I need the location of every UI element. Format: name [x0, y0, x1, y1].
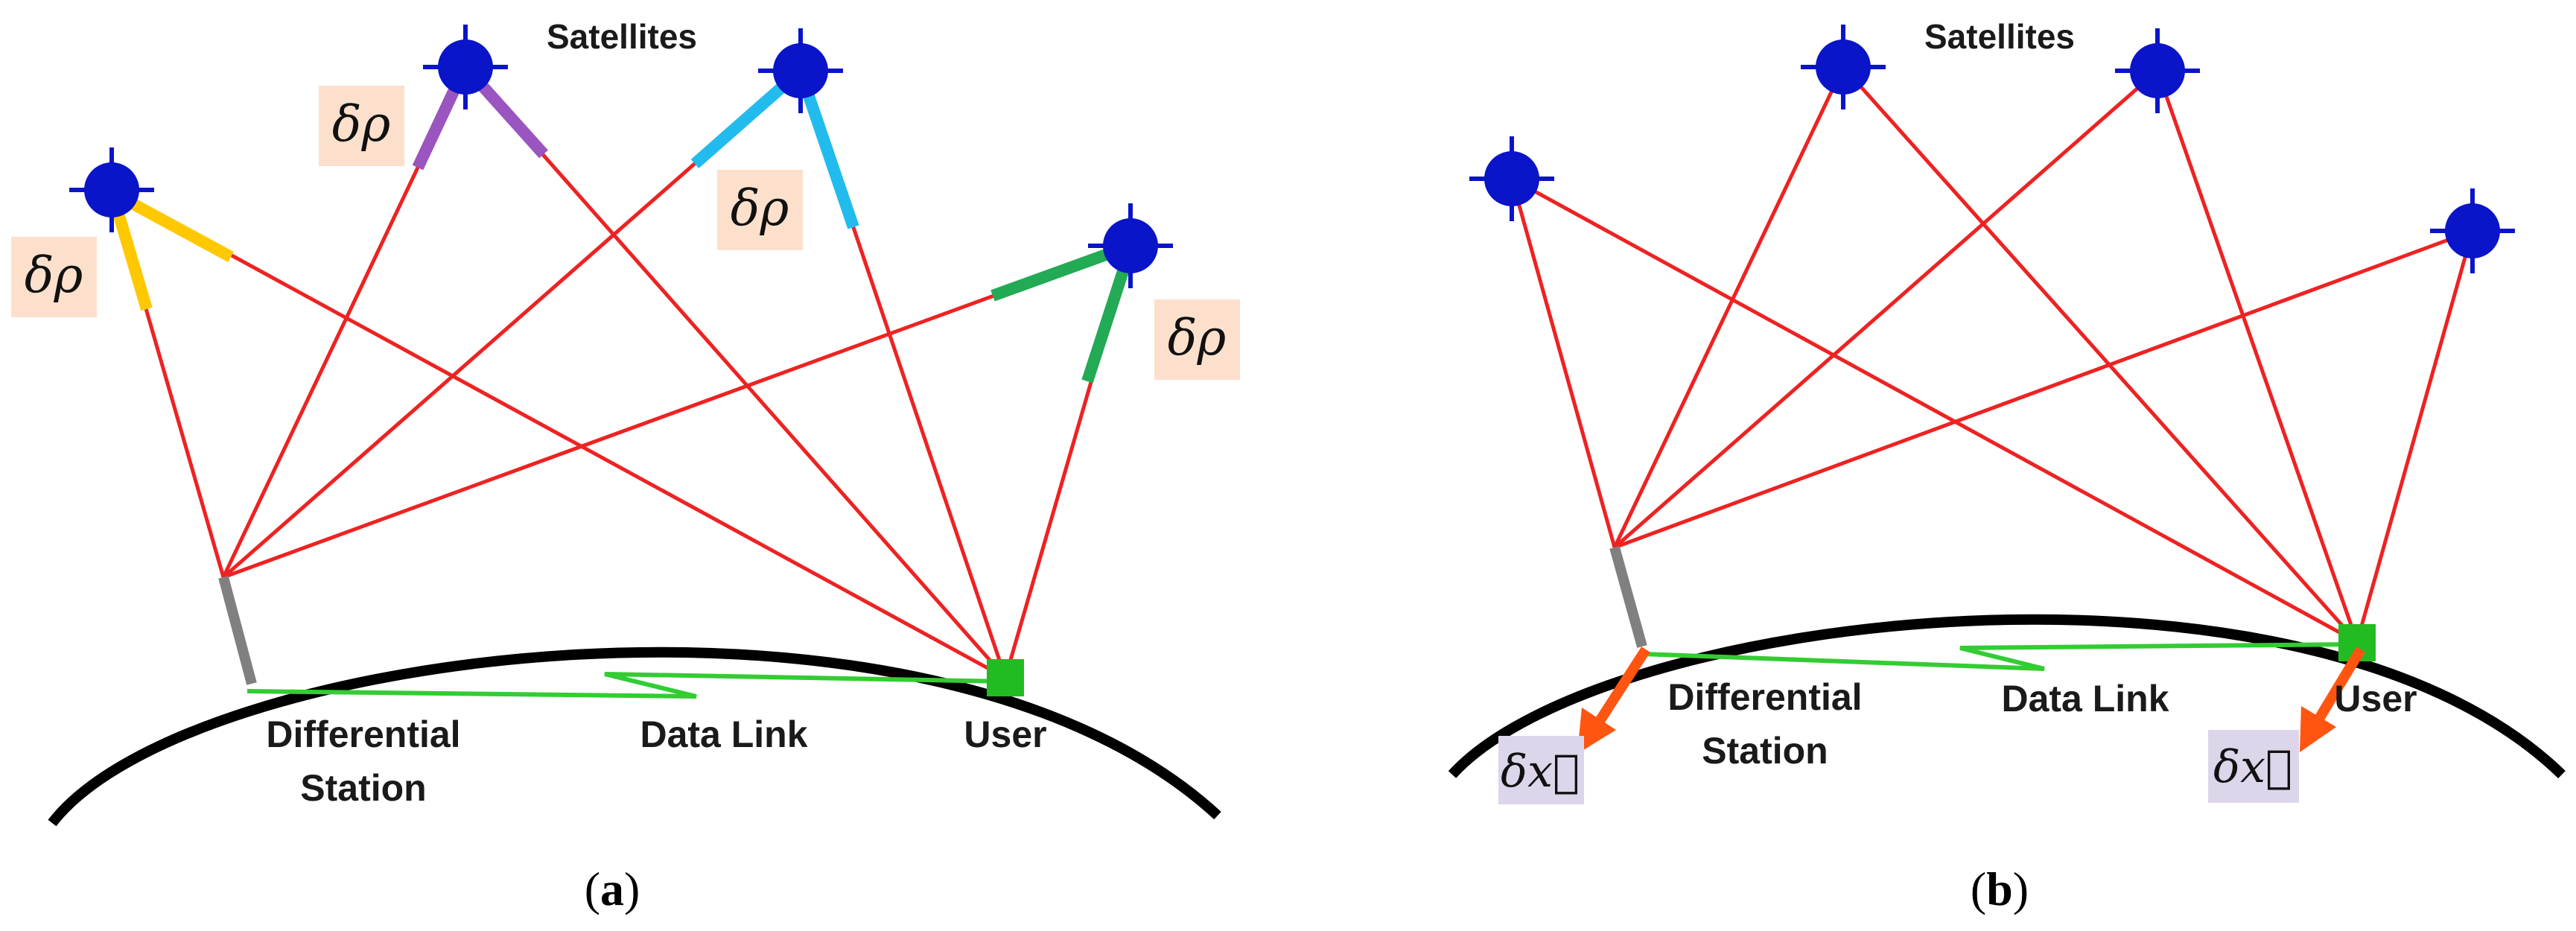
satellite — [1088, 203, 1173, 288]
ray — [1510, 178, 1617, 548]
satellite-rays-a — [109, 66, 1133, 680]
position-error-arrow — [2300, 646, 2365, 752]
delta-rho-label: δρ — [332, 95, 391, 153]
station-label-line1: Differential — [266, 714, 460, 755]
ray — [2155, 70, 2359, 643]
delta-x-label: δx⃗ — [2213, 741, 2292, 793]
ray — [1842, 66, 2359, 644]
station-label-line1: Differential — [1667, 676, 1862, 718]
earth-surface — [48, 646, 1221, 827]
ray — [110, 188, 1007, 680]
delta-rho-label: δρ — [25, 247, 83, 304]
error-segment-purple — [412, 77, 465, 171]
error-segment-purple — [474, 77, 548, 159]
data-link-label: Data Link — [640, 714, 807, 755]
error-segment-cyan — [690, 77, 792, 169]
user-receiver — [987, 659, 1024, 696]
data-link-line — [1641, 642, 2358, 671]
data-link-line — [247, 672, 1006, 699]
delta-rho-box — [11, 237, 97, 317]
satellite — [1801, 25, 1886, 109]
error-segment-green — [1081, 264, 1130, 384]
data-link-label: Data Link — [2001, 678, 2169, 719]
satellites-label: Satellites — [547, 17, 697, 56]
delta-x-label: δx⃗ — [1501, 746, 1580, 798]
ray — [1613, 69, 2159, 549]
delta-rho-label: δρ — [1168, 309, 1227, 366]
panel-caption-a: (a) — [585, 862, 640, 915]
station-label-line2: Station — [1702, 730, 1828, 772]
satellites-label: Satellites — [1924, 17, 2075, 56]
ray — [1614, 229, 2473, 550]
position-error-arrow — [1577, 646, 1650, 754]
panel-a: Satellites δρ δρ δρ δρ Differential Stat… — [11, 17, 1240, 915]
delta-rho-box — [1154, 299, 1240, 380]
satellite — [423, 25, 508, 109]
satellite-rays-b — [1510, 66, 2475, 644]
error-segment-cyan — [801, 87, 859, 229]
user-label: User — [2334, 678, 2417, 719]
satellite — [1469, 136, 1554, 221]
delta-x-box — [1498, 736, 1584, 804]
error-segment-yellow — [122, 194, 234, 263]
error-segment-yellow — [112, 209, 153, 311]
panel-b: Satellites Differential Station Data Lin… — [1448, 17, 2566, 915]
delta-rho-label: δρ — [731, 179, 789, 237]
satellite — [2115, 28, 2200, 113]
error-segment-green — [990, 246, 1116, 302]
differential-station-mast — [1609, 546, 1647, 648]
delta-x-box — [2208, 730, 2299, 803]
differential-station-mast — [218, 576, 257, 685]
ray — [223, 244, 1131, 579]
delta-rho-box — [319, 86, 404, 166]
pseudorange-errors-a — [112, 77, 1130, 384]
station-label-line2: Station — [300, 767, 426, 809]
ray — [1612, 66, 1845, 549]
ray — [464, 66, 1007, 679]
user-label: User — [964, 714, 1046, 755]
satellite — [69, 147, 154, 232]
panel-caption-b: (b) — [1971, 862, 2029, 915]
ray — [1510, 177, 2359, 644]
delta-rho-box — [717, 170, 803, 250]
earth-surface — [1448, 614, 2566, 779]
ray — [2355, 230, 2475, 643]
satellite — [2430, 188, 2515, 273]
satellite — [758, 28, 843, 113]
